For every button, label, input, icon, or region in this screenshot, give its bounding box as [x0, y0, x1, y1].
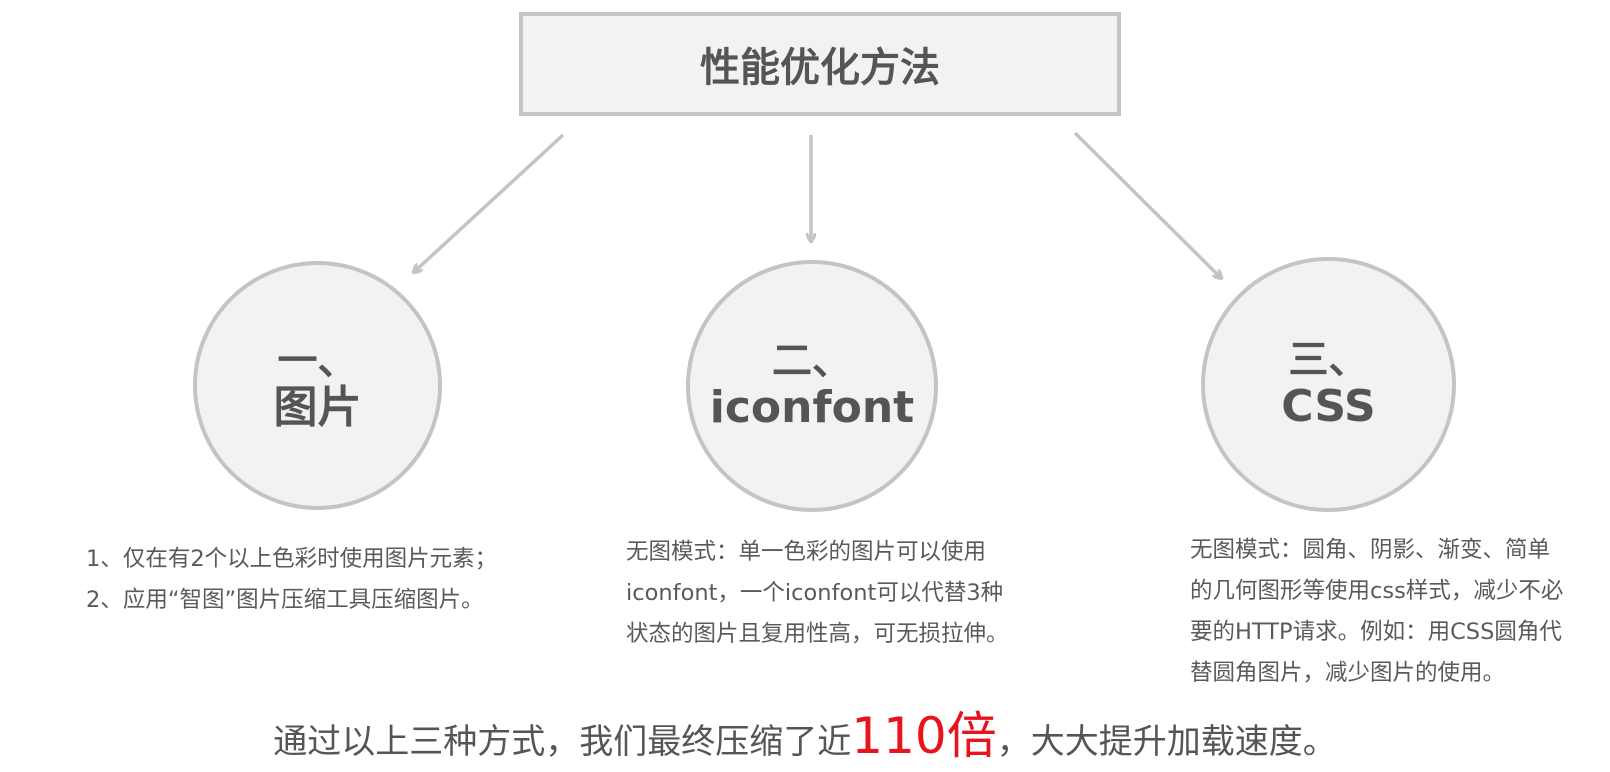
method-3-number: 三、 — [1288, 336, 1369, 383]
arrow-to-method-1 — [414, 133, 565, 272]
method-2-desc-line: iconfont，一个iconfont可以代替3种 — [626, 580, 1004, 606]
method-3-description: 无图模式：圆角、阴影、渐变、简单 的几何图形等使用css样式，减少不必 要的HT… — [1190, 530, 1563, 694]
arrow-to-method-3 — [1073, 131, 1221, 278]
summary-text-after: ，大大提升加载速度。 — [996, 722, 1337, 762]
method-2-desc-line: 无图模式：单一色彩的图片可以使用 — [626, 539, 987, 565]
method-2-name: iconfont — [709, 382, 915, 433]
method-3-name: CSS — [1281, 380, 1376, 432]
diagram-title-text: 性能优化方法 — [700, 45, 940, 91]
method-1-number: 一、 — [277, 337, 358, 384]
method-1-description: 1、仅在有2个以上色彩时使用图片元素； 2、应用“智图”图片压缩工具压缩图片。 — [86, 539, 497, 621]
summary-sentence: 通过以上三种方式，我们最终压缩了近110倍，大大提升加载速度。 — [0, 706, 1610, 766]
method-2-description: 无图模式：单一色彩的图片可以使用 iconfont，一个iconfont可以代替… — [626, 532, 1009, 655]
method-2-desc-line: 状态的图片且复用性高，可无损拉伸。 — [626, 621, 1009, 647]
method-1-desc-line: 1、仅在有2个以上色彩时使用图片元素； — [86, 546, 498, 572]
method-2-circle: 二、 iconfont — [686, 260, 938, 512]
method-3-desc-line: 替圆角图片，减少图片的使用。 — [1190, 660, 1506, 686]
method-1-circle: 一、 图片 — [193, 261, 442, 510]
method-3-desc-line: 的几何图形等使用css样式，减少不必 — [1190, 578, 1564, 604]
summary-text-before: 通过以上三种方式，我们最终压缩了近 — [273, 722, 852, 762]
method-3-desc-line: 无图模式：圆角、阴影、渐变、简单 — [1190, 537, 1551, 563]
method-1-desc-line: 2、应用“智图”图片压缩工具压缩图片。 — [86, 587, 484, 613]
method-3-circle: 三、 CSS — [1201, 257, 1456, 512]
method-3-desc-line: 要的HTTP请求。例如：用CSS圆角代 — [1190, 619, 1562, 645]
method-1-name: 图片 — [273, 381, 362, 433]
summary-highlight: 110倍 — [851, 707, 997, 765]
diagram-title: 性能优化方法 — [519, 12, 1121, 116]
method-2-number: 二、 — [772, 338, 852, 384]
